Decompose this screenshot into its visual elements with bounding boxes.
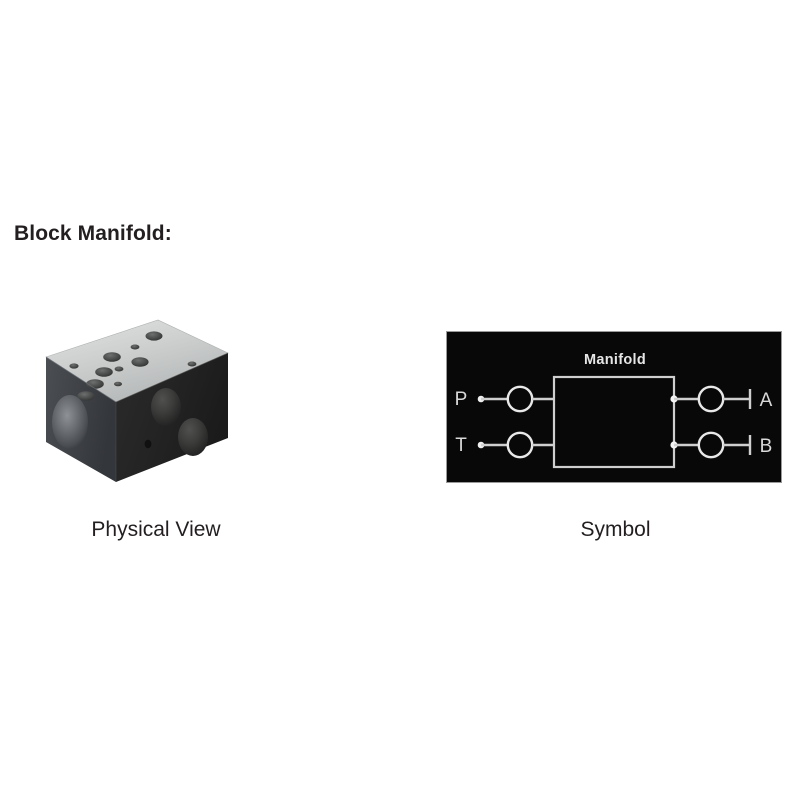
port-label-A: A <box>760 390 773 411</box>
caption-symbol: Symbol <box>580 518 651 541</box>
block-front-small-hole <box>144 439 152 449</box>
port-B-check-circle <box>697 431 725 459</box>
block-left-bore <box>52 395 88 449</box>
physical-view-figure: Physical View <box>20 310 260 560</box>
block-front-hole-upper <box>151 388 181 426</box>
port-T: T <box>455 431 554 459</box>
port-label-P: P <box>455 389 468 410</box>
port-A-check-circle <box>697 385 725 413</box>
page-title: Block Manifold: <box>14 222 172 245</box>
port-T-check-circle <box>506 431 534 459</box>
manifold-body-rect <box>552 375 676 469</box>
caption-physical-view: Physical View <box>91 518 221 541</box>
port-P: P <box>455 385 554 413</box>
port-label-B: B <box>760 436 773 457</box>
block-top-holes <box>69 331 197 401</box>
port-label-T: T <box>455 435 467 456</box>
port-A: A <box>670 385 773 413</box>
symbol-label-manifold: Manifold <box>584 352 646 368</box>
manifold-symbol-diagram: Manifold P T <box>455 352 773 469</box>
port-B: B <box>670 431 773 459</box>
block-front-hole-lower <box>178 418 208 456</box>
symbol-figure: Manifold P T <box>440 310 790 560</box>
port-P-check-circle <box>506 385 534 413</box>
symbol-panel: Manifold P T <box>446 331 782 483</box>
manifold-block-image <box>45 319 229 482</box>
